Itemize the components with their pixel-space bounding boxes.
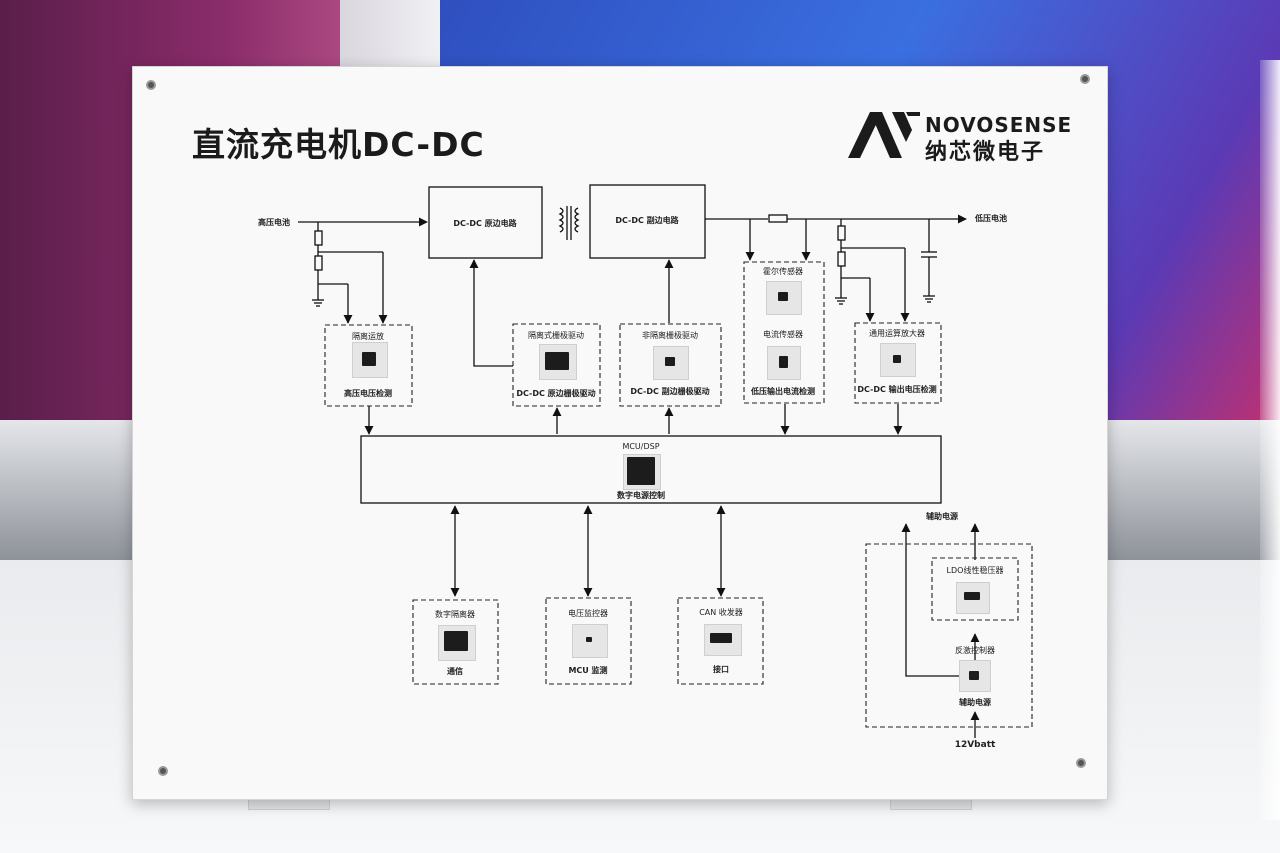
iso-driver-box: [512, 323, 601, 407]
input-battery-label: 高压电池: [258, 218, 290, 227]
aux-power-box: [865, 543, 1033, 728]
supervisor-function-label: MCU 监测: [568, 666, 608, 675]
supervisor-box: [545, 597, 632, 685]
glare-strip: [1260, 60, 1280, 820]
screw-icon: [146, 80, 156, 90]
acrylic-board: [132, 66, 1108, 800]
novosense-logo-icon: [848, 112, 920, 158]
hv-detect-box: [324, 324, 413, 407]
can-box: [677, 597, 764, 685]
noniso-driver-box: [619, 323, 722, 407]
mcu-chip-label: MCU/DSP: [622, 442, 660, 451]
noniso-driver-function-label: DC-DC 副边栅极驱动: [630, 387, 710, 396]
hall-sensor-label: 霍尔传感器: [763, 267, 803, 276]
mcu-function-label: 数字电源控制: [617, 491, 665, 500]
ldo-box: [931, 557, 1019, 621]
hv-detect-chip-label: 隔离运放: [352, 332, 384, 341]
isolator-function-label: 通信: [447, 667, 463, 676]
mcu-box: [360, 435, 942, 504]
chip-icon: [665, 357, 675, 366]
chip-icon: [545, 352, 569, 370]
board-title: 直流充电机DC-DC: [192, 125, 485, 164]
primary-circuit-box: [428, 186, 543, 259]
ldo-chip-label: LDO线性稳压器: [946, 566, 1004, 575]
out-voltage-box: [854, 322, 942, 404]
aux-power-label: 辅助电源: [959, 698, 991, 707]
chip-icon: [778, 292, 788, 301]
battery-12v-label: 12Vbatt: [954, 740, 996, 750]
chip-icon: [444, 631, 468, 651]
current-sense-box: [743, 261, 825, 404]
chip-icon: [586, 637, 592, 642]
chip-icon: [627, 457, 655, 485]
flyback-chip-label: 反激控制器: [955, 646, 995, 655]
isolator-chip-label: 数字隔离器: [435, 610, 475, 619]
chip-icon: [969, 671, 979, 680]
output-battery-label: 低压电池: [975, 214, 1007, 223]
aux-output-label: 辅助电源: [926, 512, 958, 521]
hv-detect-function-label: 高压电压检测: [344, 389, 392, 398]
screw-icon: [158, 766, 168, 776]
chip-pad: [653, 346, 689, 380]
noniso-driver-chip-label: 非隔离栅极驱动: [642, 331, 698, 340]
out-voltage-function-label: DC-DC 输出电压检测: [857, 385, 937, 394]
iso-driver-function-label: DC-DC 原边栅极驱动: [516, 389, 596, 398]
isolator-box: [412, 599, 499, 685]
secondary-circuit-label: DC-DC 副边电路: [615, 216, 679, 225]
supervisor-chip-label: 电压监控器: [568, 609, 608, 618]
can-chip-label: CAN 收发器: [699, 608, 743, 617]
secondary-circuit-box: [589, 184, 706, 259]
current-sense-function-label: 低压输出电流检测: [751, 387, 815, 396]
can-function-label: 接口: [713, 665, 729, 674]
brand-name-cn: 纳芯微电子: [925, 140, 1046, 165]
chip-icon: [362, 352, 376, 366]
primary-circuit-label: DC-DC 原边电路: [453, 219, 517, 228]
current-sensor-label: 电流传感器: [763, 330, 803, 339]
chip-icon: [893, 355, 901, 363]
screw-icon: [1080, 74, 1090, 84]
brand-name-en: NOVOSENSE: [925, 113, 1073, 137]
chip-icon: [779, 356, 788, 368]
opamp-chip-label: 通用运算放大器: [869, 329, 925, 338]
chip-icon: [710, 633, 732, 643]
chip-icon: [964, 592, 980, 600]
iso-driver-chip-label: 隔离式栅极驱动: [528, 331, 584, 340]
chip-pad: [766, 281, 802, 315]
screw-icon: [1076, 758, 1086, 768]
